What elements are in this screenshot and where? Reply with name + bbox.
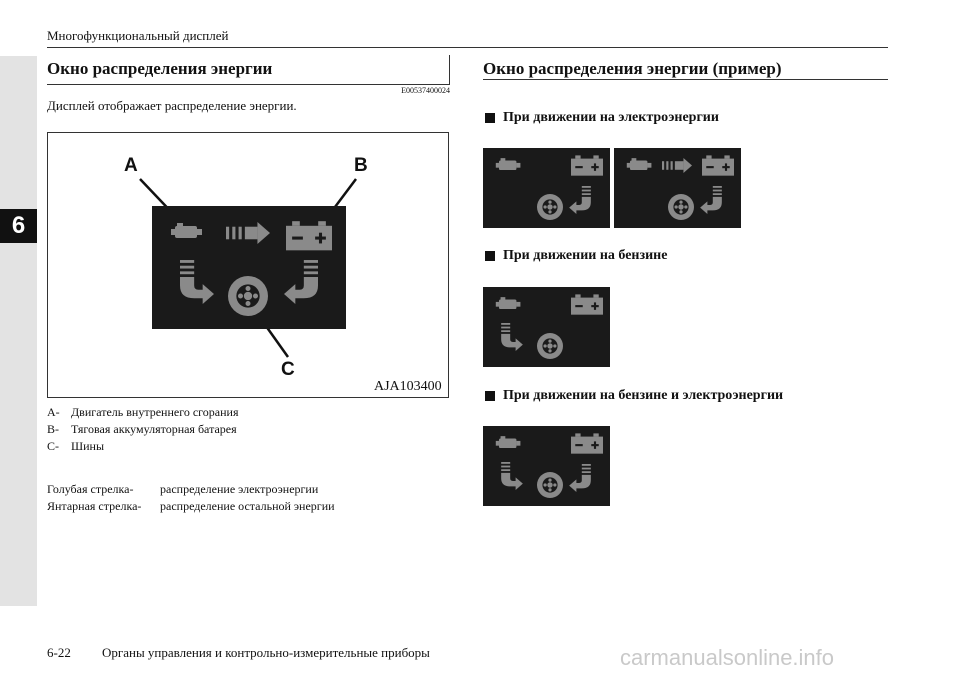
section-title: Окно распределения энергии <box>47 59 273 78</box>
flow-arrow-icon <box>569 186 591 214</box>
section-title-vrule <box>449 55 450 85</box>
arrow-legend-item: Голубая стрелка-распределение электроэне… <box>47 481 335 498</box>
example-panel-hybrid <box>483 426 610 506</box>
engine-icon <box>626 158 652 171</box>
energy-display-panel <box>152 206 346 329</box>
bullet-square-icon <box>485 391 495 401</box>
figure-box: A B C AJA103400 <box>47 132 449 398</box>
arrow-legend-text: распределение остальной энергии <box>160 499 335 513</box>
engine-icon <box>495 158 521 171</box>
legend-item: A- Двигатель внутреннего сгорания <box>47 404 238 421</box>
arrow-legend: Голубая стрелка-распределение электроэне… <box>47 481 335 515</box>
example-panel-electric-1 <box>483 148 610 228</box>
example-heading-hybrid: При движении на бензине и электроэнергии <box>485 388 783 404</box>
example-section-rule <box>483 79 888 80</box>
battery-icon <box>286 221 332 251</box>
legend-key: B- <box>47 422 59 436</box>
tire-icon <box>668 194 694 220</box>
page-number: 6-22 <box>47 645 71 660</box>
bullet-square-icon <box>485 113 495 123</box>
arrow-legend-text: распределение электроэнергии <box>160 482 319 496</box>
flow-arrow-icon <box>226 222 270 244</box>
callout-c: C <box>281 359 295 380</box>
legend-key: A- <box>47 405 60 419</box>
chapter-sidebar <box>0 56 37 606</box>
section-code: E00537400024 <box>401 86 450 95</box>
flow-arrow-icon <box>501 323 523 351</box>
battery-icon <box>571 294 603 315</box>
example-heading-petrol: При движении на бензине <box>485 248 667 264</box>
arrow-legend-item: Янтарная стрелка-распределение остальной… <box>47 498 335 515</box>
figure-id: AJA103400 <box>374 379 442 394</box>
battery-icon <box>571 433 603 454</box>
legend-item: C- Шины <box>47 438 238 455</box>
header-rule <box>47 47 888 48</box>
battery-icon <box>571 155 603 176</box>
example-heading-text: При движении на бензине <box>503 248 668 263</box>
tire-icon <box>537 194 563 220</box>
legend-text: Шины <box>71 439 105 453</box>
tire-icon <box>228 276 268 316</box>
engine-icon <box>495 297 521 310</box>
example-heading-text: При движении на электроэнергии <box>503 110 719 125</box>
arrow-legend-key: Янтарная стрелка- <box>47 499 142 513</box>
callout-b: B <box>354 155 368 176</box>
example-heading-text: При движении на бензине и электроэнергии <box>503 388 784 403</box>
legend-key: C- <box>47 439 59 453</box>
arrow-legend-key: Голубая стрелка- <box>47 482 134 496</box>
example-panel-electric-2 <box>614 148 741 228</box>
intro-text: Дисплей отображает распределение энергии… <box>47 98 297 113</box>
footer-chapter-title: Органы управления и контрольно-измерител… <box>102 645 430 660</box>
example-section-title: Окно распределения энергии (пример) <box>483 59 782 78</box>
legend-text: Тяговая аккумуляторная батарея <box>71 422 237 436</box>
engine-icon <box>495 436 521 449</box>
chapter-tab: 6 <box>0 209 37 243</box>
bullet-square-icon <box>485 251 495 261</box>
flow-arrow-icon <box>569 464 591 492</box>
example-panel-petrol <box>483 287 610 367</box>
flow-arrow-icon <box>662 158 692 173</box>
flow-arrow-icon <box>180 260 214 304</box>
legend-text: Двигатель внутреннего сгорания <box>71 405 239 419</box>
flow-arrow-icon <box>501 462 523 490</box>
tire-icon <box>537 472 563 498</box>
section-title-rule <box>47 84 449 85</box>
legend-list: A- Двигатель внутреннего сгорания B- Тягов… <box>47 404 238 455</box>
running-head: Многофункциональный дисплей <box>47 28 229 43</box>
flow-arrow-icon <box>700 186 722 214</box>
callout-a: A <box>124 155 138 176</box>
legend-item: B- Тяговая аккумуляторная батарея <box>47 421 238 438</box>
example-heading-electric: При движении на электроэнергии <box>485 110 719 126</box>
tire-icon <box>537 333 563 359</box>
battery-icon <box>702 155 734 176</box>
flow-arrow-icon <box>284 260 318 304</box>
watermark: carmanualsonline.info <box>620 645 835 670</box>
engine-icon <box>171 223 202 238</box>
